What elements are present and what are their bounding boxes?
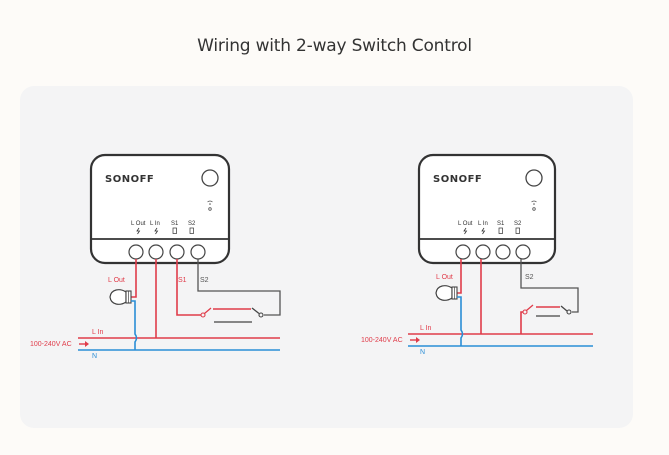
lamp-icon	[109, 289, 132, 305]
bolt-icon	[463, 227, 468, 235]
wifi-led-icon	[207, 200, 213, 211]
terminal-l-out	[455, 244, 471, 260]
terminal-l-in	[148, 244, 164, 260]
two-way-switch-pair	[522, 304, 572, 317]
l-out-wire	[457, 259, 462, 294]
l-out-label: L Out	[436, 274, 453, 281]
terminal-label-l-out: L Out	[458, 221, 473, 227]
switch-input-icon	[515, 227, 520, 234]
l-out-label: L Out	[108, 277, 125, 284]
wiring-diagram-1: SONOFF L Out L In S1 S2 L In N 100-240V	[30, 153, 281, 360]
terminal-label-s2: S2	[514, 221, 522, 227]
terminal-s1	[169, 244, 185, 260]
terminal-s2	[190, 244, 206, 260]
brand-logo: SONOFF	[433, 174, 482, 185]
s2-wire	[197, 259, 281, 316]
terminal-l-in	[475, 244, 491, 260]
device-body	[89, 153, 231, 265]
terminal-label-l-out: L Out	[131, 221, 146, 227]
supply-arrow-icon	[410, 337, 420, 343]
terminal-s2	[515, 244, 531, 260]
terminal-l-out	[128, 244, 144, 260]
lamp-neutral-wire	[131, 300, 138, 350]
s2-label: S2	[200, 277, 209, 284]
l-in-label: L In	[420, 325, 432, 332]
terminal-label-s2: S2	[188, 221, 196, 227]
bolt-icon	[136, 227, 141, 235]
supply-arrow-icon	[79, 341, 89, 347]
sonoff-device-2: SONOFF L Out L In S1 S2	[417, 153, 557, 265]
s1-label: S1	[178, 277, 187, 284]
supply-label: 100-240V AC	[30, 341, 72, 348]
s2-wire	[520, 259, 579, 313]
terminal-s1	[495, 244, 511, 260]
s1-wire	[176, 259, 201, 316]
l-out-wire	[131, 259, 137, 298]
switch-feed-wire	[520, 311, 523, 334]
bolt-icon	[154, 227, 159, 235]
terminal-label-l-in: L In	[478, 221, 488, 227]
supply-label: 100-240V AC	[361, 337, 403, 344]
switch-input-icon	[189, 227, 194, 234]
two-way-switch-pair	[200, 307, 264, 323]
brand-logo: SONOFF	[105, 174, 154, 185]
pair-button	[201, 169, 219, 187]
device-body	[417, 153, 557, 265]
wiring-diagram-2: SONOFF L Out L In S1 S2 L In N 100-240V …	[361, 153, 593, 356]
switch-input-icon	[172, 227, 177, 234]
terminal-label-l-in: L In	[150, 221, 160, 227]
terminal-label-s1: S1	[171, 221, 179, 227]
wifi-led-icon	[531, 200, 537, 211]
lamp-neutral-wire	[457, 296, 464, 346]
neutral-label: N	[420, 349, 425, 356]
neutral-label: N	[92, 353, 97, 360]
switch-input-icon	[498, 227, 503, 234]
s2-label: S2	[525, 274, 534, 281]
pair-button	[525, 169, 543, 187]
page-title: Wiring with 2-way Switch Control	[197, 36, 472, 56]
lamp-icon	[435, 285, 458, 301]
sonoff-device-1: SONOFF L Out L In S1 S2	[89, 153, 231, 265]
bolt-icon	[481, 227, 486, 235]
terminal-label-s1: S1	[497, 221, 505, 227]
l-in-label: L In	[92, 329, 104, 336]
